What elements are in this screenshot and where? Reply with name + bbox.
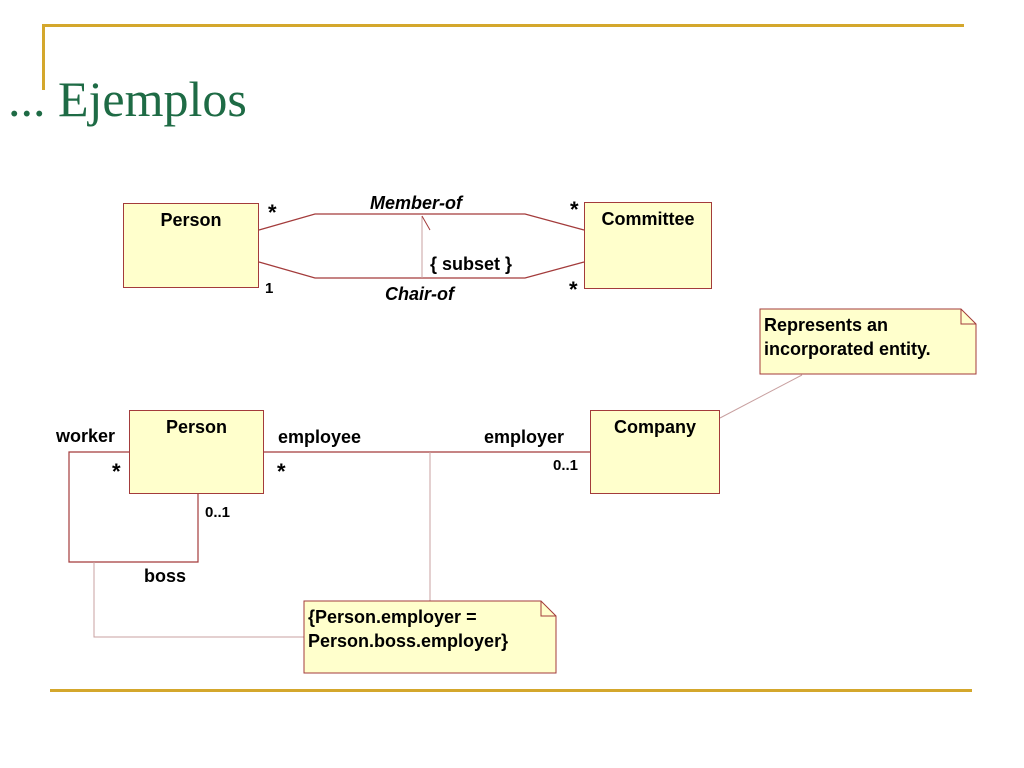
member-of-label: Member-of [370,193,463,213]
company-note-text-line2: incorporated entity. [764,339,931,359]
constraint-note-anchor-boss [93,562,304,638]
member-of-association-line [258,213,585,231]
worker-role-label: worker [56,426,116,446]
multiplicity-person-chair: 1 [265,280,274,297]
company-note-fold [960,309,976,325]
multiplicity-boss: 0..1 [205,504,231,521]
subset-constraint-tick [421,215,431,231]
class-person-committee-diagram: Person [123,203,259,288]
constraint-note-text-line1: {Person.employer = [308,607,477,627]
constraint-note-fold [540,601,556,617]
frame-bottom-rule [50,689,972,692]
multiplicity-employer: 0..1 [553,457,579,474]
multiplicity-committee-chair: * [569,277,578,302]
employee-role-label: employee [278,427,362,447]
company-note-anchor [719,374,803,419]
multiplicity-person-member: * [268,200,277,225]
class-company: Company [590,410,720,494]
boss-role-label: boss [144,566,187,586]
frame-left-rule [42,24,45,90]
class-committee: Committee [584,202,712,289]
slide-title: ... Ejemplos [8,71,247,127]
employer-role-label: employer [484,427,565,447]
multiplicity-committee-member: * [570,197,579,222]
subset-constraint-label: { subset } [430,254,513,274]
worker-boss-association-line [68,451,199,563]
multiplicity-employee: * [277,459,286,484]
chair-of-label: Chair-of [385,284,454,304]
class-person-employment-diagram: Person [129,410,264,494]
constraint-note-shape [303,600,557,674]
company-note-shape [759,308,977,375]
company-note-text-line1: Represents an [764,315,889,335]
multiplicity-worker: * [112,459,121,484]
constraint-note-text-line2: Person.boss.employer} [308,631,509,651]
frame-top-rule [42,24,964,27]
chair-of-association-line [258,261,585,279]
